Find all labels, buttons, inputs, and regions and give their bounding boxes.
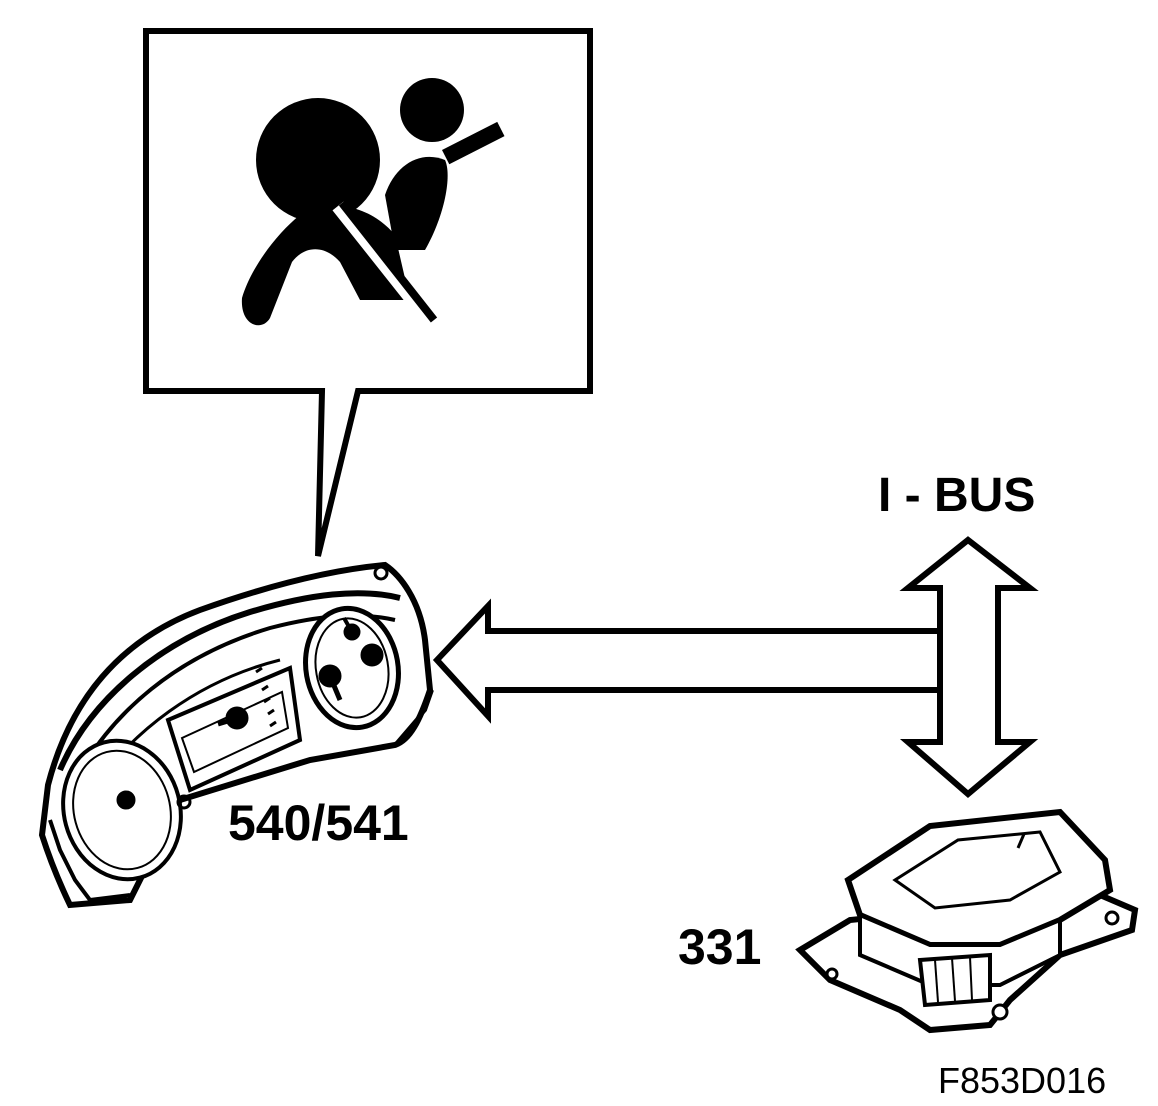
airbag-module-illustration bbox=[795, 808, 1139, 1034]
cluster-bus-arrow bbox=[432, 598, 946, 724]
airbag-warning-icon bbox=[241, 78, 505, 327]
i-bus-label: I - BUS bbox=[878, 469, 1036, 522]
instrument-cluster-illustration bbox=[38, 561, 434, 909]
instrument-cluster-label: 540/541 bbox=[228, 795, 409, 851]
figure-id: F853D016 bbox=[938, 1060, 1107, 1101]
airbag-module-label: 331 bbox=[678, 919, 762, 975]
bus-vertical-arrow bbox=[899, 536, 1039, 798]
